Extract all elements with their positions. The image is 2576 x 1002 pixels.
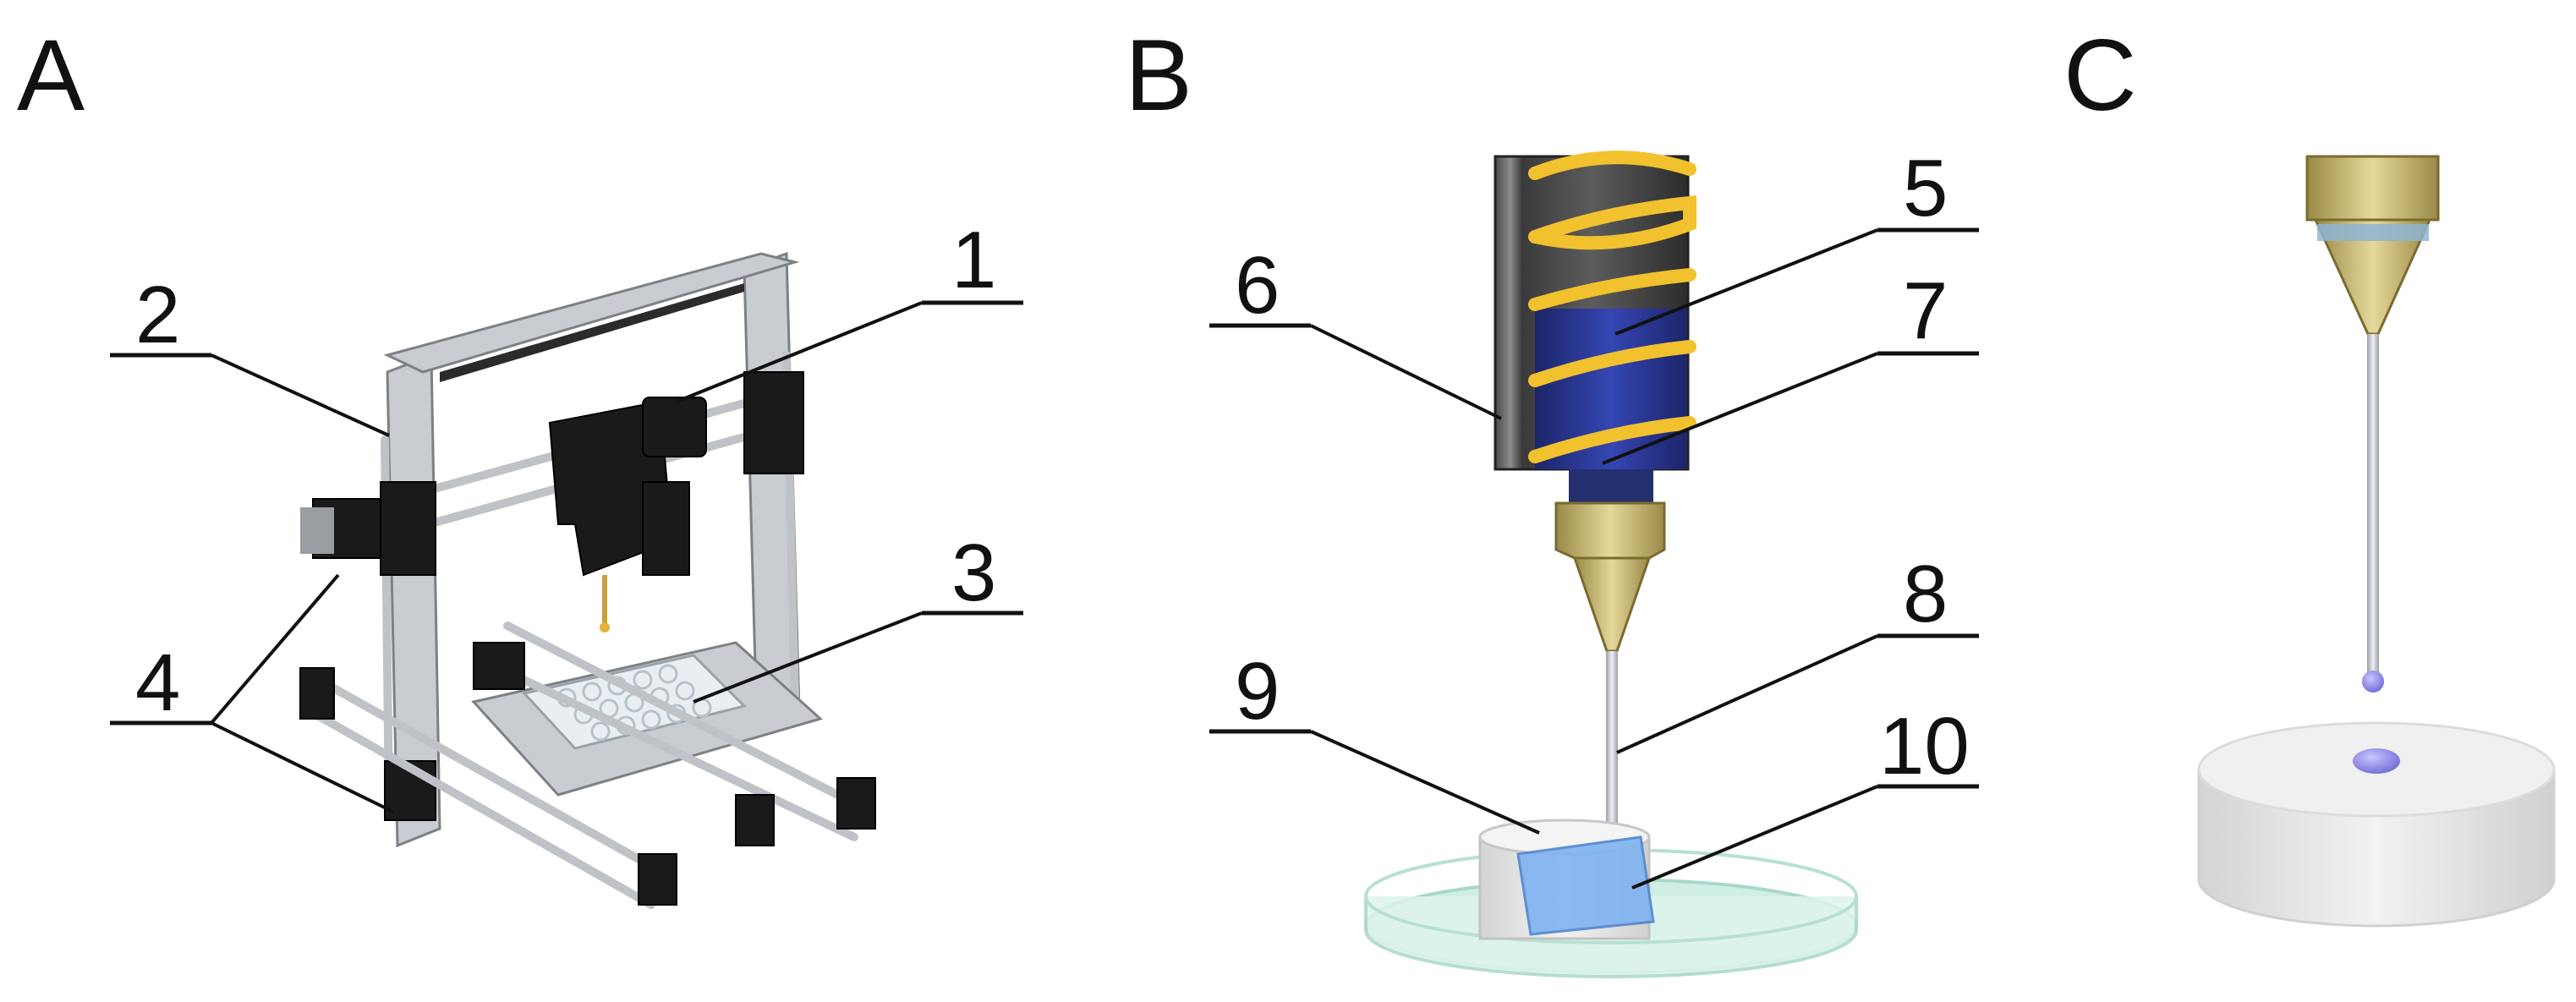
callout-3: 3 <box>951 528 996 618</box>
extruder-tip <box>600 622 610 632</box>
callout-2: 2 <box>135 270 180 360</box>
extruder-drive <box>642 481 690 576</box>
base-rod-right <box>495 664 858 841</box>
callout-4: 4 <box>135 638 180 728</box>
callout-9: 9 <box>1235 646 1280 736</box>
panel-c: C <box>2064 19 2556 928</box>
nozzle-c-band <box>2317 224 2429 241</box>
callout-1: 1 <box>951 215 996 305</box>
droplet-deposited <box>2353 748 2400 774</box>
base-bracket-1 <box>299 667 335 720</box>
callout-7: 7 <box>1903 266 1948 356</box>
build-platform <box>299 621 876 909</box>
panel-letter-b: B <box>1125 19 1192 132</box>
callout-9-leader <box>1310 730 1540 835</box>
needle-c <box>2367 334 2379 672</box>
y-rod-front-left <box>309 672 664 875</box>
base-bracket-2 <box>638 853 677 906</box>
nozzle-c-body <box>2305 155 2440 222</box>
callout-10-leader <box>1631 785 1878 890</box>
syringe-hub <box>1569 469 1653 503</box>
frame-top-slot <box>440 283 744 382</box>
droplet-falling <box>2362 671 2384 693</box>
y-rod-front-right <box>503 621 858 808</box>
panel-a: A <box>17 19 1023 909</box>
callout-6: 6 <box>1235 240 1280 331</box>
heating-coil <box>1528 151 1696 463</box>
y-motor <box>473 642 525 690</box>
callout-4-leader-upper <box>210 573 340 725</box>
luer-nozzle <box>1554 501 1666 560</box>
callout-8-leader <box>1616 634 1878 754</box>
extruder-carriage <box>548 397 707 632</box>
callout-4-leader-lower <box>211 721 394 813</box>
callout-6-leader <box>1310 324 1502 420</box>
callout-5: 5 <box>1903 143 1948 233</box>
callout-10: 10 <box>1879 701 1970 791</box>
callout-7-leader <box>1602 352 1878 465</box>
panel-b: B 5 6 7 <box>1125 19 1979 978</box>
callout-5-leader <box>1614 228 1878 336</box>
nozzle-cone <box>1572 556 1652 653</box>
base-bracket-3 <box>735 794 775 846</box>
panel-letter-a: A <box>17 19 85 132</box>
well-plate <box>522 654 747 750</box>
extruder-motor <box>642 397 707 457</box>
callout-1-leader <box>676 301 923 403</box>
base-bracket-4 <box>836 777 876 830</box>
callout-8: 8 <box>1903 549 1948 639</box>
frame-top-bar <box>383 252 800 374</box>
needle <box>1606 651 1618 871</box>
bracket-left-upper <box>380 481 436 576</box>
callout-3-leader <box>693 611 923 704</box>
callout-2-leader <box>211 353 390 437</box>
panel-letter-c: C <box>2064 19 2137 132</box>
base-rod-left <box>304 706 655 909</box>
motor-z-left-face <box>300 507 334 554</box>
hydrogel-print <box>1516 835 1655 936</box>
bracket-right-upper <box>743 371 804 474</box>
